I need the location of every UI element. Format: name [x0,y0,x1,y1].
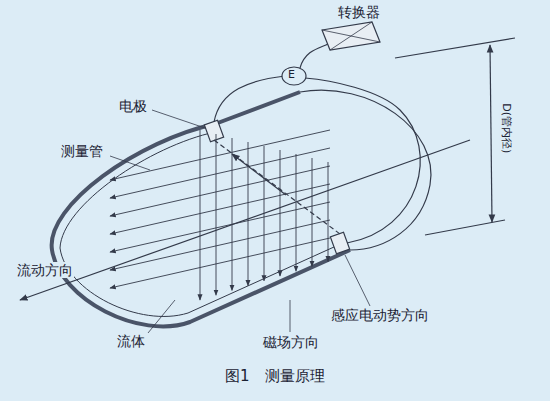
part-label: 测量管 [60,143,104,159]
electrode [330,232,349,254]
part-label: 流体 [116,333,146,349]
magnetic-field-line [312,158,313,266]
converter-box [322,22,380,50]
part-label: 磁场方向 [262,334,320,350]
leader-line [110,156,150,170]
flow-line [110,238,330,288]
leader-line [148,300,175,333]
measuring-tube-inner [60,132,345,316]
magnetic-field-line [264,146,265,281]
emf-source [282,67,306,85]
magnetic-field-line [328,162,329,262]
dimension-line [425,220,505,235]
measuring-tube-wall [52,92,350,326]
dimension-line [395,38,515,58]
electrode [204,120,223,142]
magnetic-field-line [232,138,233,290]
part-label: 感应电动势方向 [330,307,430,323]
flow-line [110,148,330,198]
flow-line [110,202,330,252]
part-label: 转换器 [337,4,381,20]
leader-line [345,255,370,306]
part-label: D(管内径) [500,102,513,154]
signal-wire [300,44,328,68]
magnetic-field-line [296,154,297,271]
magnetic-field-line [248,142,249,286]
part-label: E [287,69,296,82]
flow-direction-arrow [20,140,470,300]
flow-line [110,184,330,234]
leader-line [152,110,205,128]
magnetic-field-line [216,134,217,295]
signal-wire [305,78,420,243]
dimension-arrow [490,45,492,222]
pipe-far-end [300,90,431,250]
part-label: 电极 [118,98,148,114]
flow-line [110,220,330,270]
emf-direction-line [214,140,340,234]
flow-line [110,130,330,180]
signal-wire [214,76,285,122]
leader-line [290,300,291,332]
converter-box [322,22,380,50]
part-label: 流动方向 [16,262,74,278]
flow-line [110,166,330,216]
magnetic-field-line [200,130,201,300]
figure-caption: 图1 测量原理 [224,368,326,385]
